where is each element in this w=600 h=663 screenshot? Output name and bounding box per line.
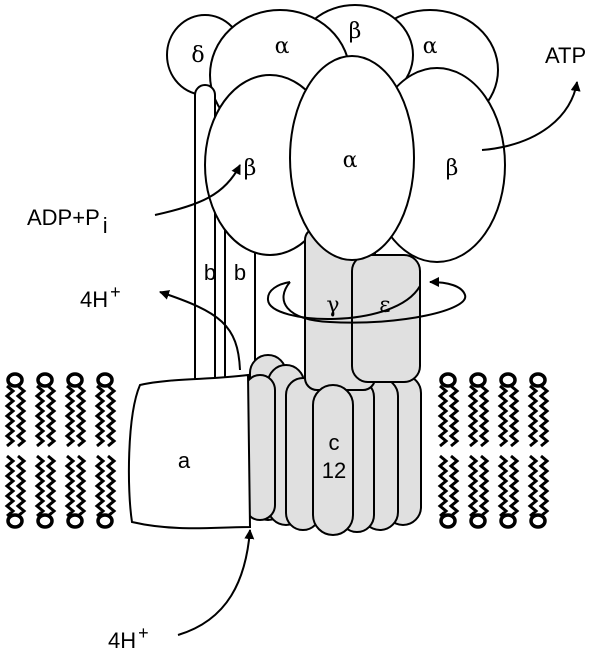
rotation-arrow-front xyxy=(282,277,467,324)
proton-out-label: 4H+ xyxy=(80,282,121,312)
proton-in-label: 4H+ xyxy=(108,623,149,653)
atp-label: ATP xyxy=(545,43,586,68)
beta-right-label: β xyxy=(446,156,459,181)
proton-out-arrow xyxy=(159,290,241,371)
a-subunit xyxy=(127,373,252,530)
membrane-lipids-left xyxy=(7,374,114,527)
gamma-label: γ xyxy=(326,293,339,318)
alpha-front-label: α xyxy=(343,148,358,173)
atp-arrow xyxy=(481,81,581,151)
c-subunit-label: c xyxy=(329,430,340,455)
delta-label: δ xyxy=(191,43,204,68)
epsilon-label: ε xyxy=(379,293,390,318)
alpha-back-right-label: α xyxy=(423,34,438,59)
adp-arrow xyxy=(154,164,241,216)
stalk-b1-label: b xyxy=(204,260,216,285)
beta-back-label: β xyxy=(349,19,362,44)
stalk-b2-label: b xyxy=(234,260,246,285)
a-subunit-label: a xyxy=(178,448,191,473)
membrane-lipids-right xyxy=(440,374,547,527)
beta-left-label: β xyxy=(244,156,257,181)
proton-in-arrow xyxy=(177,529,255,636)
rotation-arrow-back xyxy=(266,281,421,320)
alpha-front-subunit xyxy=(289,55,415,261)
c-subunit-count-label: 12 xyxy=(322,458,346,483)
c-ring-subunit-front xyxy=(312,384,354,536)
alpha-back-left-label: α xyxy=(275,34,290,59)
